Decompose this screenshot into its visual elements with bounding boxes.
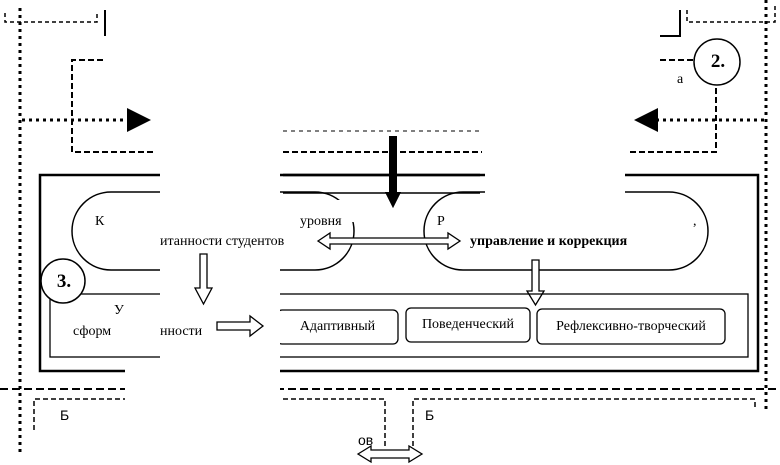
- left-dashed-bracket: [71, 59, 155, 153]
- occlusion-bottom-mid: [125, 358, 160, 448]
- badge-three-circle: [40, 258, 86, 304]
- occlusion-top-right-center: [485, 100, 625, 200]
- bottom-double-arrow: [356, 444, 424, 464]
- top-left-dashed-box: [4, 13, 98, 23]
- bottom-fragment: ов: [358, 432, 374, 448]
- center-down-arrow-head: [385, 192, 401, 208]
- top-right-dashed-box: [686, 5, 776, 23]
- bottom-left-dashed-box: [33, 398, 386, 446]
- left-oval-line1-start: К: [95, 214, 105, 229]
- badge-three: 3.: [56, 271, 72, 292]
- levels-box-line1: У: [114, 303, 124, 318]
- level-item-adaptive: Адаптивный: [299, 319, 376, 334]
- levels-box-line2-start: сформ: [73, 324, 112, 339]
- level-item-behavioral: Поведенческий: [421, 317, 515, 332]
- right-down-hollow-arrow: [525, 259, 546, 307]
- double-hollow-arrow: [316, 231, 462, 251]
- right-oval-line2: управление и коррекция: [470, 234, 628, 249]
- bottom-right-dashed-box: [412, 398, 756, 446]
- occlusion-right-oval-text: [450, 200, 660, 222]
- right-oval-line1-start: Р: [437, 214, 445, 229]
- badge-two-circle: [693, 38, 741, 86]
- bottom-right-box-label: Б: [425, 407, 435, 423]
- left-oval-line1-end: уровня: [300, 214, 342, 229]
- top-right-fragment: а: [677, 72, 684, 87]
- level-item-reflexive-creative: Рефлексивно-творческий: [556, 318, 706, 334]
- levels-box-line2-end: нности: [160, 324, 203, 339]
- badge-two: 2.: [710, 51, 726, 72]
- left-oval-line2: итанности студентов: [160, 234, 285, 249]
- bottom-left-box-label: Б: [60, 407, 70, 423]
- level-item-box-2: [536, 308, 726, 345]
- occlusion-left-oval-text: [120, 200, 360, 222]
- occlusion-top-center: [160, 100, 280, 400]
- level-item-box-1: [405, 307, 531, 343]
- center-down-arrow-shaft: [389, 136, 397, 194]
- right-oval-line1-end: ,: [693, 214, 697, 229]
